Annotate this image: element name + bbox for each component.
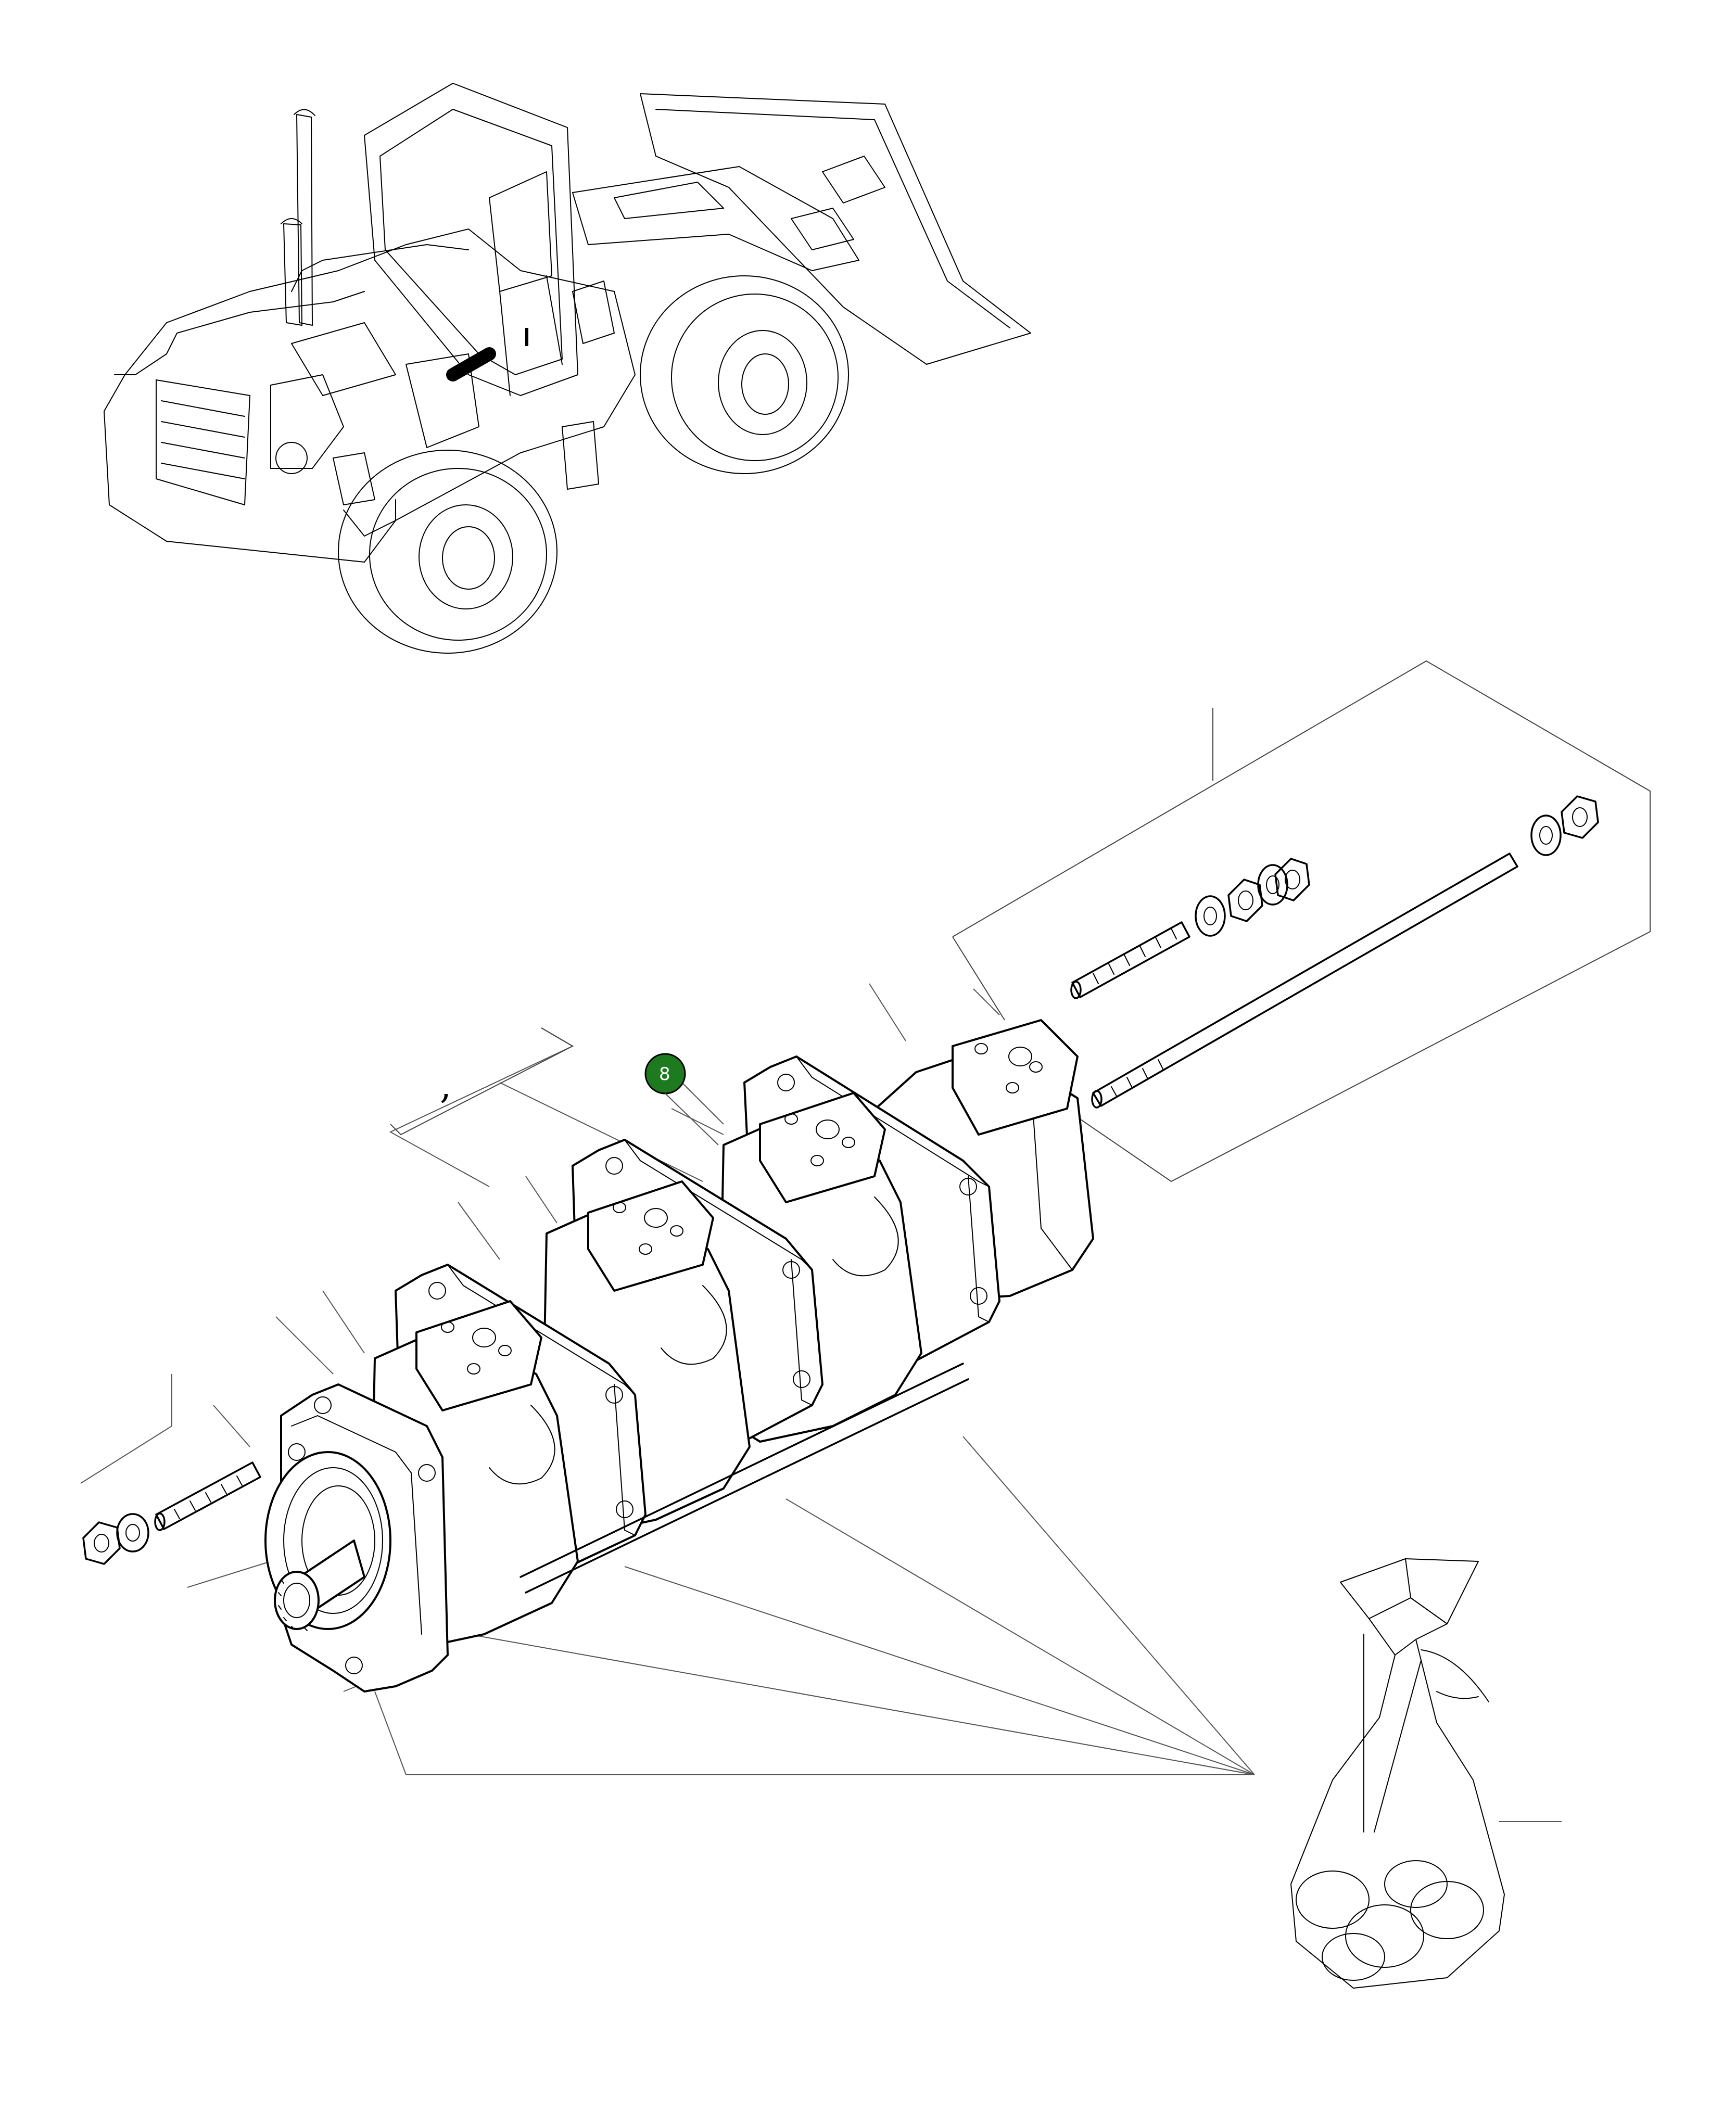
loader-body [104, 228, 636, 563]
rear-wheel [640, 275, 849, 474]
upper-left-bracket: , [390, 1027, 574, 1136]
tie-rod-kit-bracket [952, 660, 1651, 1182]
engine-area [270, 322, 479, 474]
upper-nut-2 [1274, 858, 1310, 901]
front-stud [154, 1461, 261, 1531]
tandem-pump-assembly [264, 1019, 1094, 1693]
stray-mark: , [440, 1064, 451, 1107]
pump-location-highlight [446, 328, 528, 381]
callout-label: 8 [659, 1064, 670, 1085]
loader-arm-bucket [572, 93, 1031, 365]
frame-details [333, 281, 615, 505]
leader-lines [80, 983, 1562, 1822]
front-wheel [338, 450, 557, 654]
upper-washer [1195, 895, 1226, 937]
upper-nut-1 [1227, 879, 1263, 922]
long-tie-rod [1091, 853, 1518, 1109]
exhaust-stacks [281, 109, 315, 326]
front-nut [82, 1521, 121, 1565]
front-washer [116, 1513, 149, 1553]
callout-badge-8[interactable]: 8 [644, 1053, 686, 1095]
upper-washer-2 [1257, 864, 1288, 906]
wheel-loader-overview [104, 83, 1031, 654]
rear-nut [1561, 795, 1599, 839]
upper-short-stud [1070, 921, 1190, 999]
rear-washer [1530, 815, 1562, 856]
cab [364, 83, 578, 396]
parts-bag [1290, 1558, 1505, 1989]
